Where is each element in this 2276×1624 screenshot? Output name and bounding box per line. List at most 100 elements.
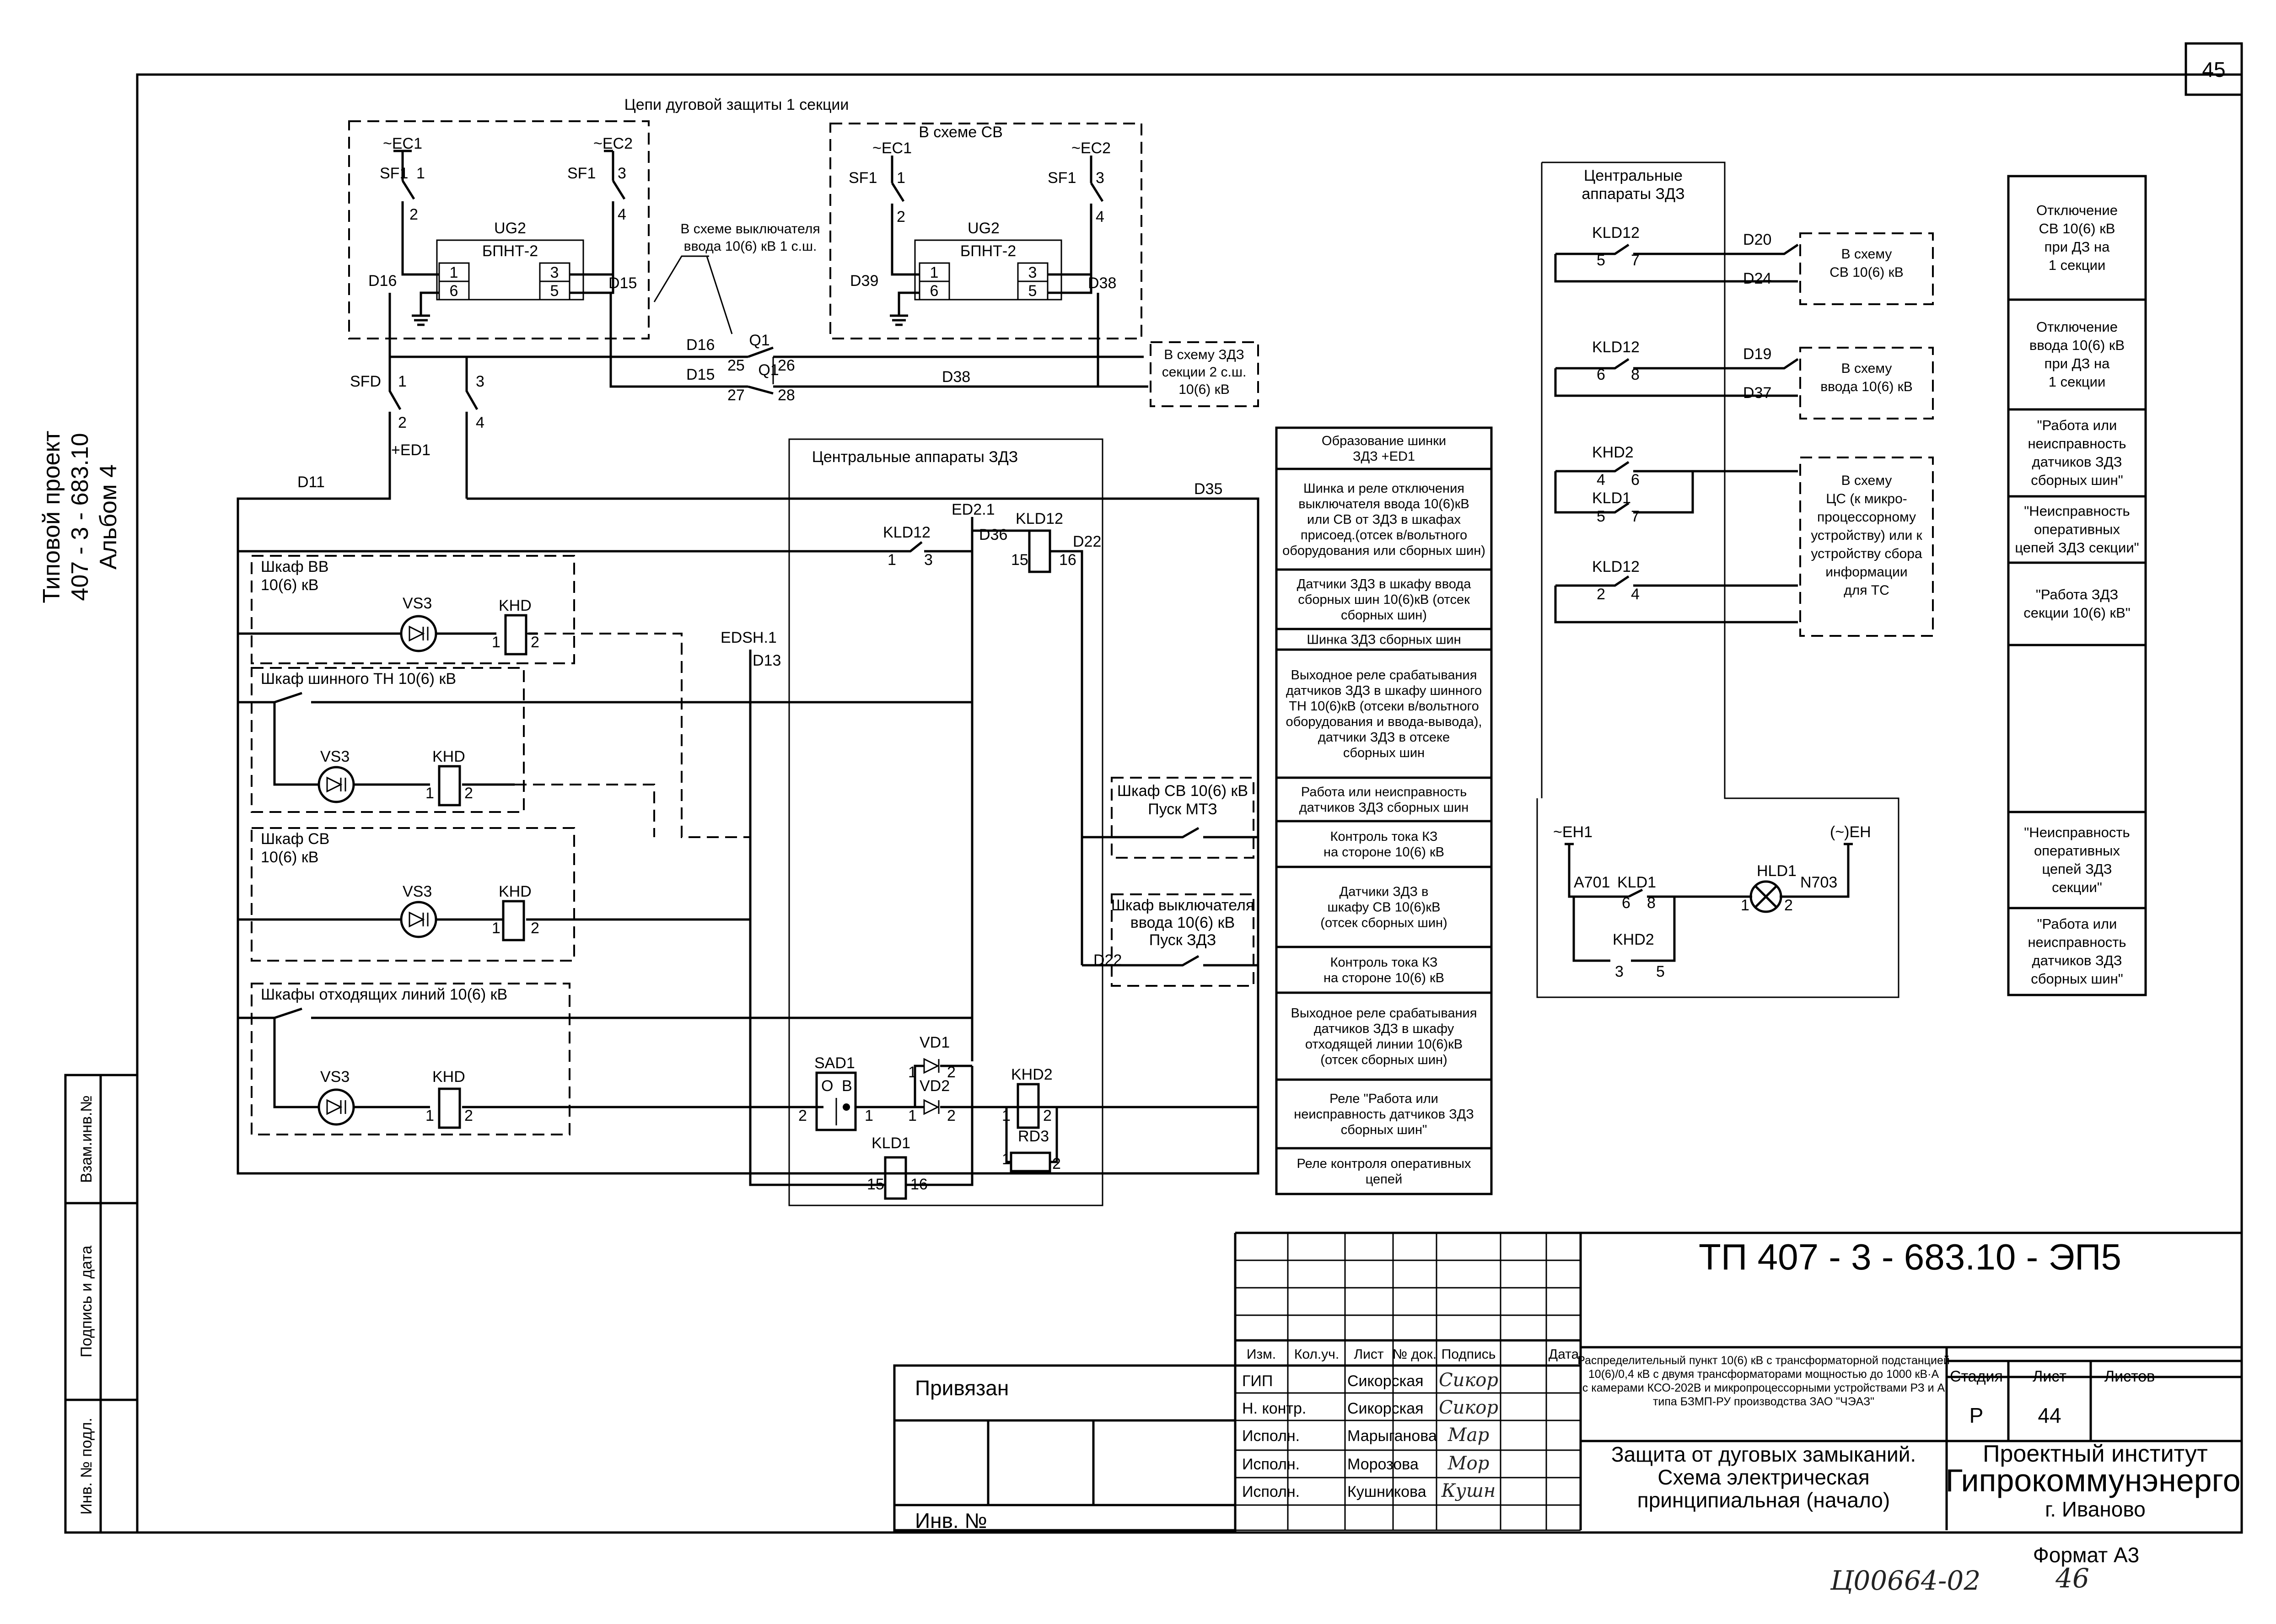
svg-text:г. Иваново: г. Иваново [2045, 1497, 2146, 1521]
svg-text:5: 5 [1656, 963, 1665, 980]
legend-right-line: 1 секции [2049, 257, 2106, 273]
svg-text:Формат А3: Формат А3 [2033, 1543, 2139, 1567]
svg-text:SFD: SFD [350, 373, 381, 390]
legend-mid-line: на стороне 10(6) кВ [1324, 845, 1444, 860]
svg-text:KLD1: KLD1 [1617, 874, 1656, 891]
legend-right-line: при ДЗ на [2045, 239, 2110, 255]
svg-text:2: 2 [531, 634, 539, 651]
svg-text:Ц00664-02: Ц00664-02 [1830, 1565, 1981, 1596]
svg-text:1: 1 [398, 373, 407, 390]
svg-text:10(6) кВ: 10(6) кВ [261, 849, 318, 866]
legend-mid-line: Работа или неисправность [1301, 785, 1467, 800]
legend-mid-line: выключателя ввода 10(6)кВ [1298, 497, 1469, 511]
svg-text:D16: D16 [368, 272, 397, 290]
svg-text:принципиальная (начало): принципиальная (начало) [1637, 1488, 1890, 1512]
svg-text:2: 2 [1043, 1107, 1052, 1124]
svg-text:Привязан: Привязан [915, 1376, 1009, 1400]
person-name: Сикорская [1347, 1400, 1424, 1417]
svg-text:2: 2 [897, 208, 905, 226]
legend-mid-line: цепей [1366, 1172, 1402, 1187]
svg-text:46: 46 [2055, 1563, 2089, 1594]
legend-mid-line: сборных шин" [1341, 1123, 1427, 1137]
svg-text:БПНТ-2: БПНТ-2 [960, 242, 1016, 260]
legend-mid-line: (отсек сборных шин) [1320, 916, 1447, 930]
revision-header: Лист [1354, 1347, 1383, 1362]
svg-text:HLD1: HLD1 [1757, 862, 1797, 880]
svg-text:(~)ЕН: (~)ЕН [1830, 823, 1871, 841]
svg-text:26: 26 [778, 357, 795, 374]
svg-text:Типовой проект: Типовой проект [38, 430, 65, 603]
legend-right-line: "Неисправность [2024, 503, 2130, 519]
svg-text:Шкаф СВ: Шкаф СВ [261, 830, 329, 848]
legend-mid-line: Контроль тока КЗ [1330, 829, 1438, 844]
svg-text:1: 1 [888, 551, 896, 569]
svg-text:Альбом 4: Альбом 4 [95, 464, 122, 570]
legend-mid-line: Выходное реле срабатывания [1291, 1006, 1477, 1021]
zdz2-note-3: 10(6) кВ [1178, 382, 1230, 397]
sv-title: В схеме СВ [919, 124, 1003, 141]
svg-text:KHD2: KHD2 [1613, 931, 1654, 948]
svg-text:Распределительный пункт 10(6): Распределительный пункт 10(6) кВ с транс… [1577, 1354, 1950, 1367]
svg-text:Шкаф выключателя: Шкаф выключателя [1111, 897, 1254, 914]
sheet-number-box [2185, 42, 2243, 96]
signature: Мар [1447, 1425, 1489, 1446]
svg-text:D39: D39 [850, 272, 878, 290]
signature: Кушн [1441, 1480, 1496, 1501]
svg-text:D15: D15 [608, 274, 637, 292]
svg-text:VS3: VS3 [403, 883, 432, 900]
svg-text:KLD12: KLD12 [1592, 558, 1640, 575]
svg-text:RD3: RD3 [1018, 1128, 1049, 1145]
cabinet-lines: Шкафы отходящих линий 10(6) кВ VS3 KHD 1… [238, 983, 972, 1135]
legend-mid-line: (отсек сборных шин) [1320, 1053, 1447, 1067]
svg-text:2: 2 [409, 206, 418, 223]
side-stamp: Типовой проект 407 - 3 - 683.10 Альбом 4 [38, 430, 122, 603]
legend-right-line: датчиков ЗДЗ [2032, 454, 2122, 470]
zdz2-box [1150, 341, 1259, 407]
svg-text:KLD12: KLD12 [883, 524, 931, 541]
arc-title: Цепи дуговой защиты 1 секции [624, 96, 849, 113]
svg-text:4: 4 [476, 414, 484, 431]
svg-text:SF1: SF1 [380, 165, 408, 182]
svg-text:VD1: VD1 [920, 1034, 950, 1051]
svg-text:4: 4 [618, 206, 626, 223]
svg-text:6: 6 [1631, 471, 1640, 489]
svg-text:1: 1 [908, 1064, 917, 1081]
svg-text:устройству) или к: устройству) или к [1811, 528, 1922, 543]
svg-text:5: 5 [1597, 508, 1605, 525]
svg-text:VS3: VS3 [403, 595, 432, 612]
svg-text:2: 2 [531, 920, 539, 937]
role-label: Исполн. [1242, 1427, 1300, 1445]
sheet-number: 45 [2202, 58, 2225, 81]
svg-text:В: В [842, 1077, 852, 1095]
cabinet-vv: Шкаф ВВ 10(6) кВ VS3 KHD 1 2 [238, 555, 750, 838]
svg-text:7: 7 [1631, 508, 1640, 525]
svg-text:В схему: В схему [1841, 361, 1892, 376]
block2-bpnt-sv: ~ЕС1 ~ЕС2 SF1 1 SF1 3 2 4 UG2 БПНТ-2 1 6… [829, 123, 1142, 339]
legend-right-line: датчиков ЗДЗ [2032, 952, 2122, 968]
svg-text:СВ 10(6) кВ: СВ 10(6) кВ [1829, 265, 1904, 280]
svg-text:Центральные: Центральные [1584, 167, 1683, 184]
svg-text:KLD12: KLD12 [1592, 224, 1640, 242]
svg-text:ЕD2.1: ЕD2.1 [952, 501, 995, 518]
svg-text:+ЕD1: +ЕD1 [391, 441, 430, 459]
svg-text:3: 3 [1096, 169, 1104, 187]
legend-right-line: "Работа или [2037, 417, 2117, 433]
podpis-label: Подпись и дата [78, 1246, 95, 1358]
legend-mid-line: оборудования или сборных шин) [1282, 543, 1485, 558]
svg-text:10(6)/0,4 кВ с двумя трансформ: 10(6)/0,4 кВ с двумя трансформаторами мо… [1588, 1368, 1939, 1381]
svg-text:KHD2: KHD2 [1011, 1066, 1053, 1083]
vzam-label: Взам.инв.№ [78, 1095, 95, 1183]
svg-text:устройству сбора: устройству сбора [1811, 546, 1922, 561]
cabinet-sv: Шкаф СВ 10(6) кВ VS3 KHD 1 2 [238, 827, 750, 962]
legend-mid-line: Датчики ЗДЗ в [1340, 885, 1429, 899]
svg-text:1: 1 [416, 165, 425, 182]
block1-bpnt: ~ЕС1 ~ЕС2 SF1 1 SF1 3 2 4 UG2 БПНТ-2 1 6… [348, 120, 650, 357]
svg-text:2: 2 [464, 1107, 473, 1124]
legend-mid-line: Датчики ЗДЗ в шкафу ввода [1297, 577, 1472, 592]
svg-text:Пуск ЗДЗ: Пуск ЗДЗ [1149, 931, 1216, 949]
svg-text:1: 1 [908, 1107, 917, 1124]
svg-text:~ЕС1: ~ЕС1 [872, 140, 912, 157]
svg-text:KHD2: KHD2 [1592, 444, 1634, 461]
legend-mid-line: сборных шин) [1341, 608, 1427, 623]
